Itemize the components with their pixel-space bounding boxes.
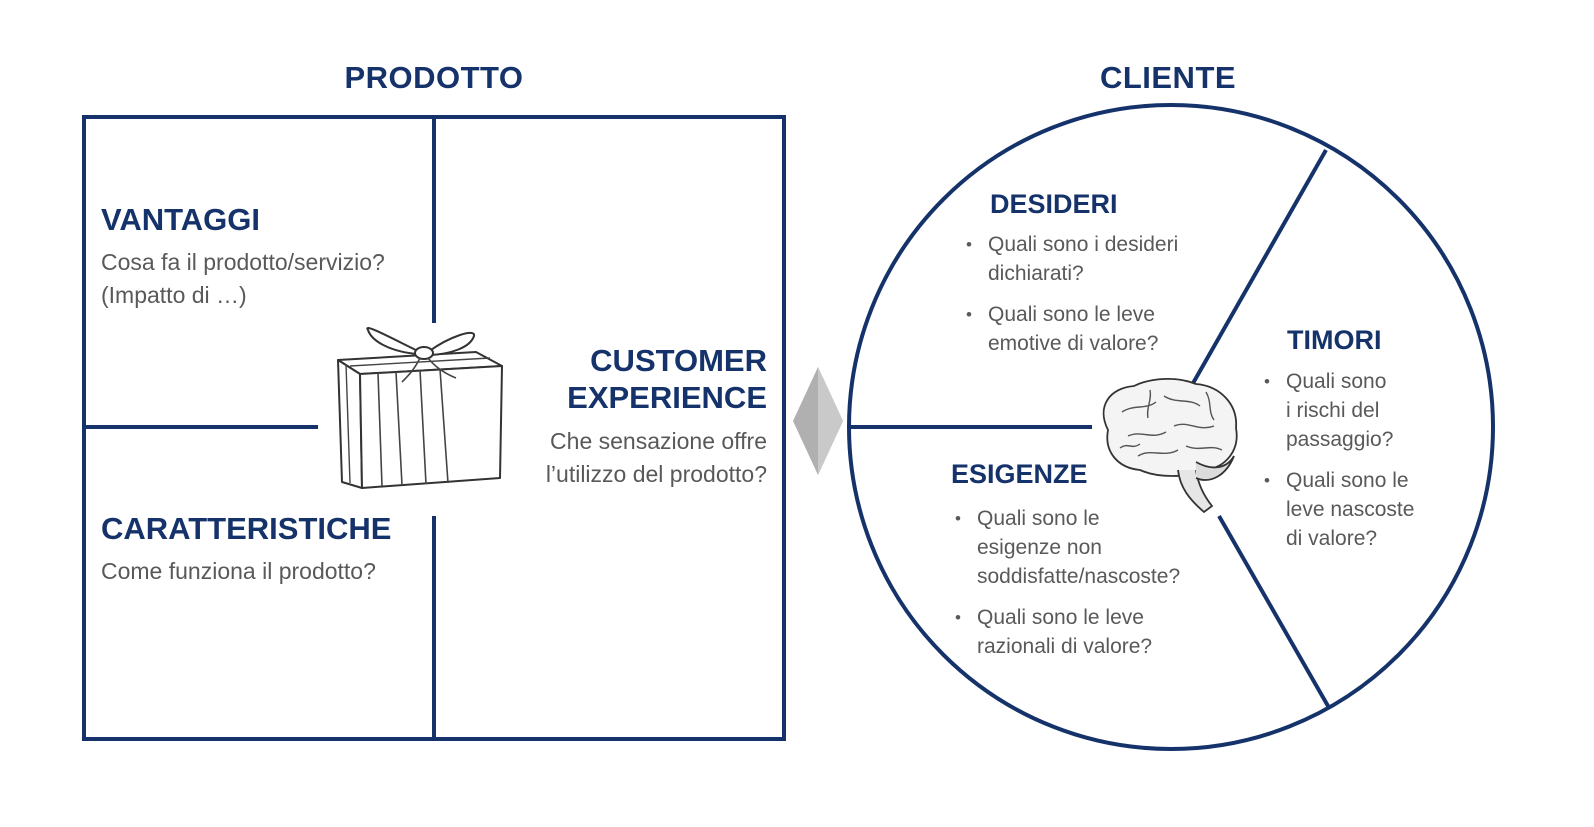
esigenze-title: ESIGENZE bbox=[951, 456, 1088, 493]
timori-list: Quali sono i rischi del passaggio? Quali… bbox=[1262, 367, 1414, 565]
prodotto-title: PRODOTTO bbox=[344, 60, 524, 95]
desideri-title-text: DESIDERI bbox=[990, 189, 1118, 219]
desideri-list: Quali sono i desideri dichiarati? Quali … bbox=[964, 230, 1178, 370]
vantaggi-text-line2: (Impatto di …) bbox=[101, 282, 247, 308]
list-item: Quali sono i rischi del passaggio? bbox=[1262, 367, 1414, 454]
timori-title-text: TIMORI bbox=[1287, 325, 1382, 355]
desideri-title: DESIDERI bbox=[990, 186, 1118, 223]
esigenze-title-text: ESIGENZE bbox=[951, 459, 1088, 489]
list-item: Quali sono le leve emotive di valore? bbox=[964, 300, 1178, 358]
prodotto-frame bbox=[82, 115, 786, 741]
esigenze-list: Quali sono le esigenze non soddisfatte/n… bbox=[953, 504, 1180, 673]
list-item: Quali sono le leve razionali di valore? bbox=[953, 603, 1180, 661]
vantaggi-text-line1: Cosa fa il prodotto/servizio? bbox=[101, 249, 385, 275]
cliente-title: CLIENTE bbox=[1099, 60, 1237, 95]
list-item: Quali sono le leve nascoste di valore? bbox=[1262, 466, 1414, 553]
vantaggi-section: VANTAGGI Cosa fa il prodotto/servizio? (… bbox=[101, 201, 385, 312]
customer-experience-text-line1: Che sensazione offre bbox=[550, 428, 767, 454]
diamond-separator-icon bbox=[793, 367, 843, 475]
caratteristiche-section: CARATTERISTICHE Come funziona il prodott… bbox=[101, 510, 391, 588]
caratteristiche-title: CARATTERISTICHE bbox=[101, 511, 392, 546]
list-item: Quali sono i desideri dichiarati? bbox=[964, 230, 1178, 288]
timori-title: TIMORI bbox=[1287, 322, 1382, 359]
list-item: Quali sono le esigenze non soddisfatte/n… bbox=[953, 504, 1180, 591]
vantaggi-title: VANTAGGI bbox=[101, 202, 261, 237]
customer-experience-title-line2: EXPERIENCE bbox=[567, 380, 767, 415]
customer-experience-section: CUSTOMER EXPERIENCE Che sensazione offre… bbox=[546, 342, 767, 491]
brain-icon bbox=[1102, 378, 1238, 514]
gift-box-icon bbox=[337, 327, 503, 489]
customer-experience-title-line1: CUSTOMER bbox=[590, 343, 767, 378]
customer-experience-text-line2: l’utilizzo del prodotto? bbox=[545, 461, 767, 487]
cliente-frame bbox=[847, 103, 1495, 751]
caratteristiche-text-line1: Come funziona il prodotto? bbox=[101, 558, 376, 584]
